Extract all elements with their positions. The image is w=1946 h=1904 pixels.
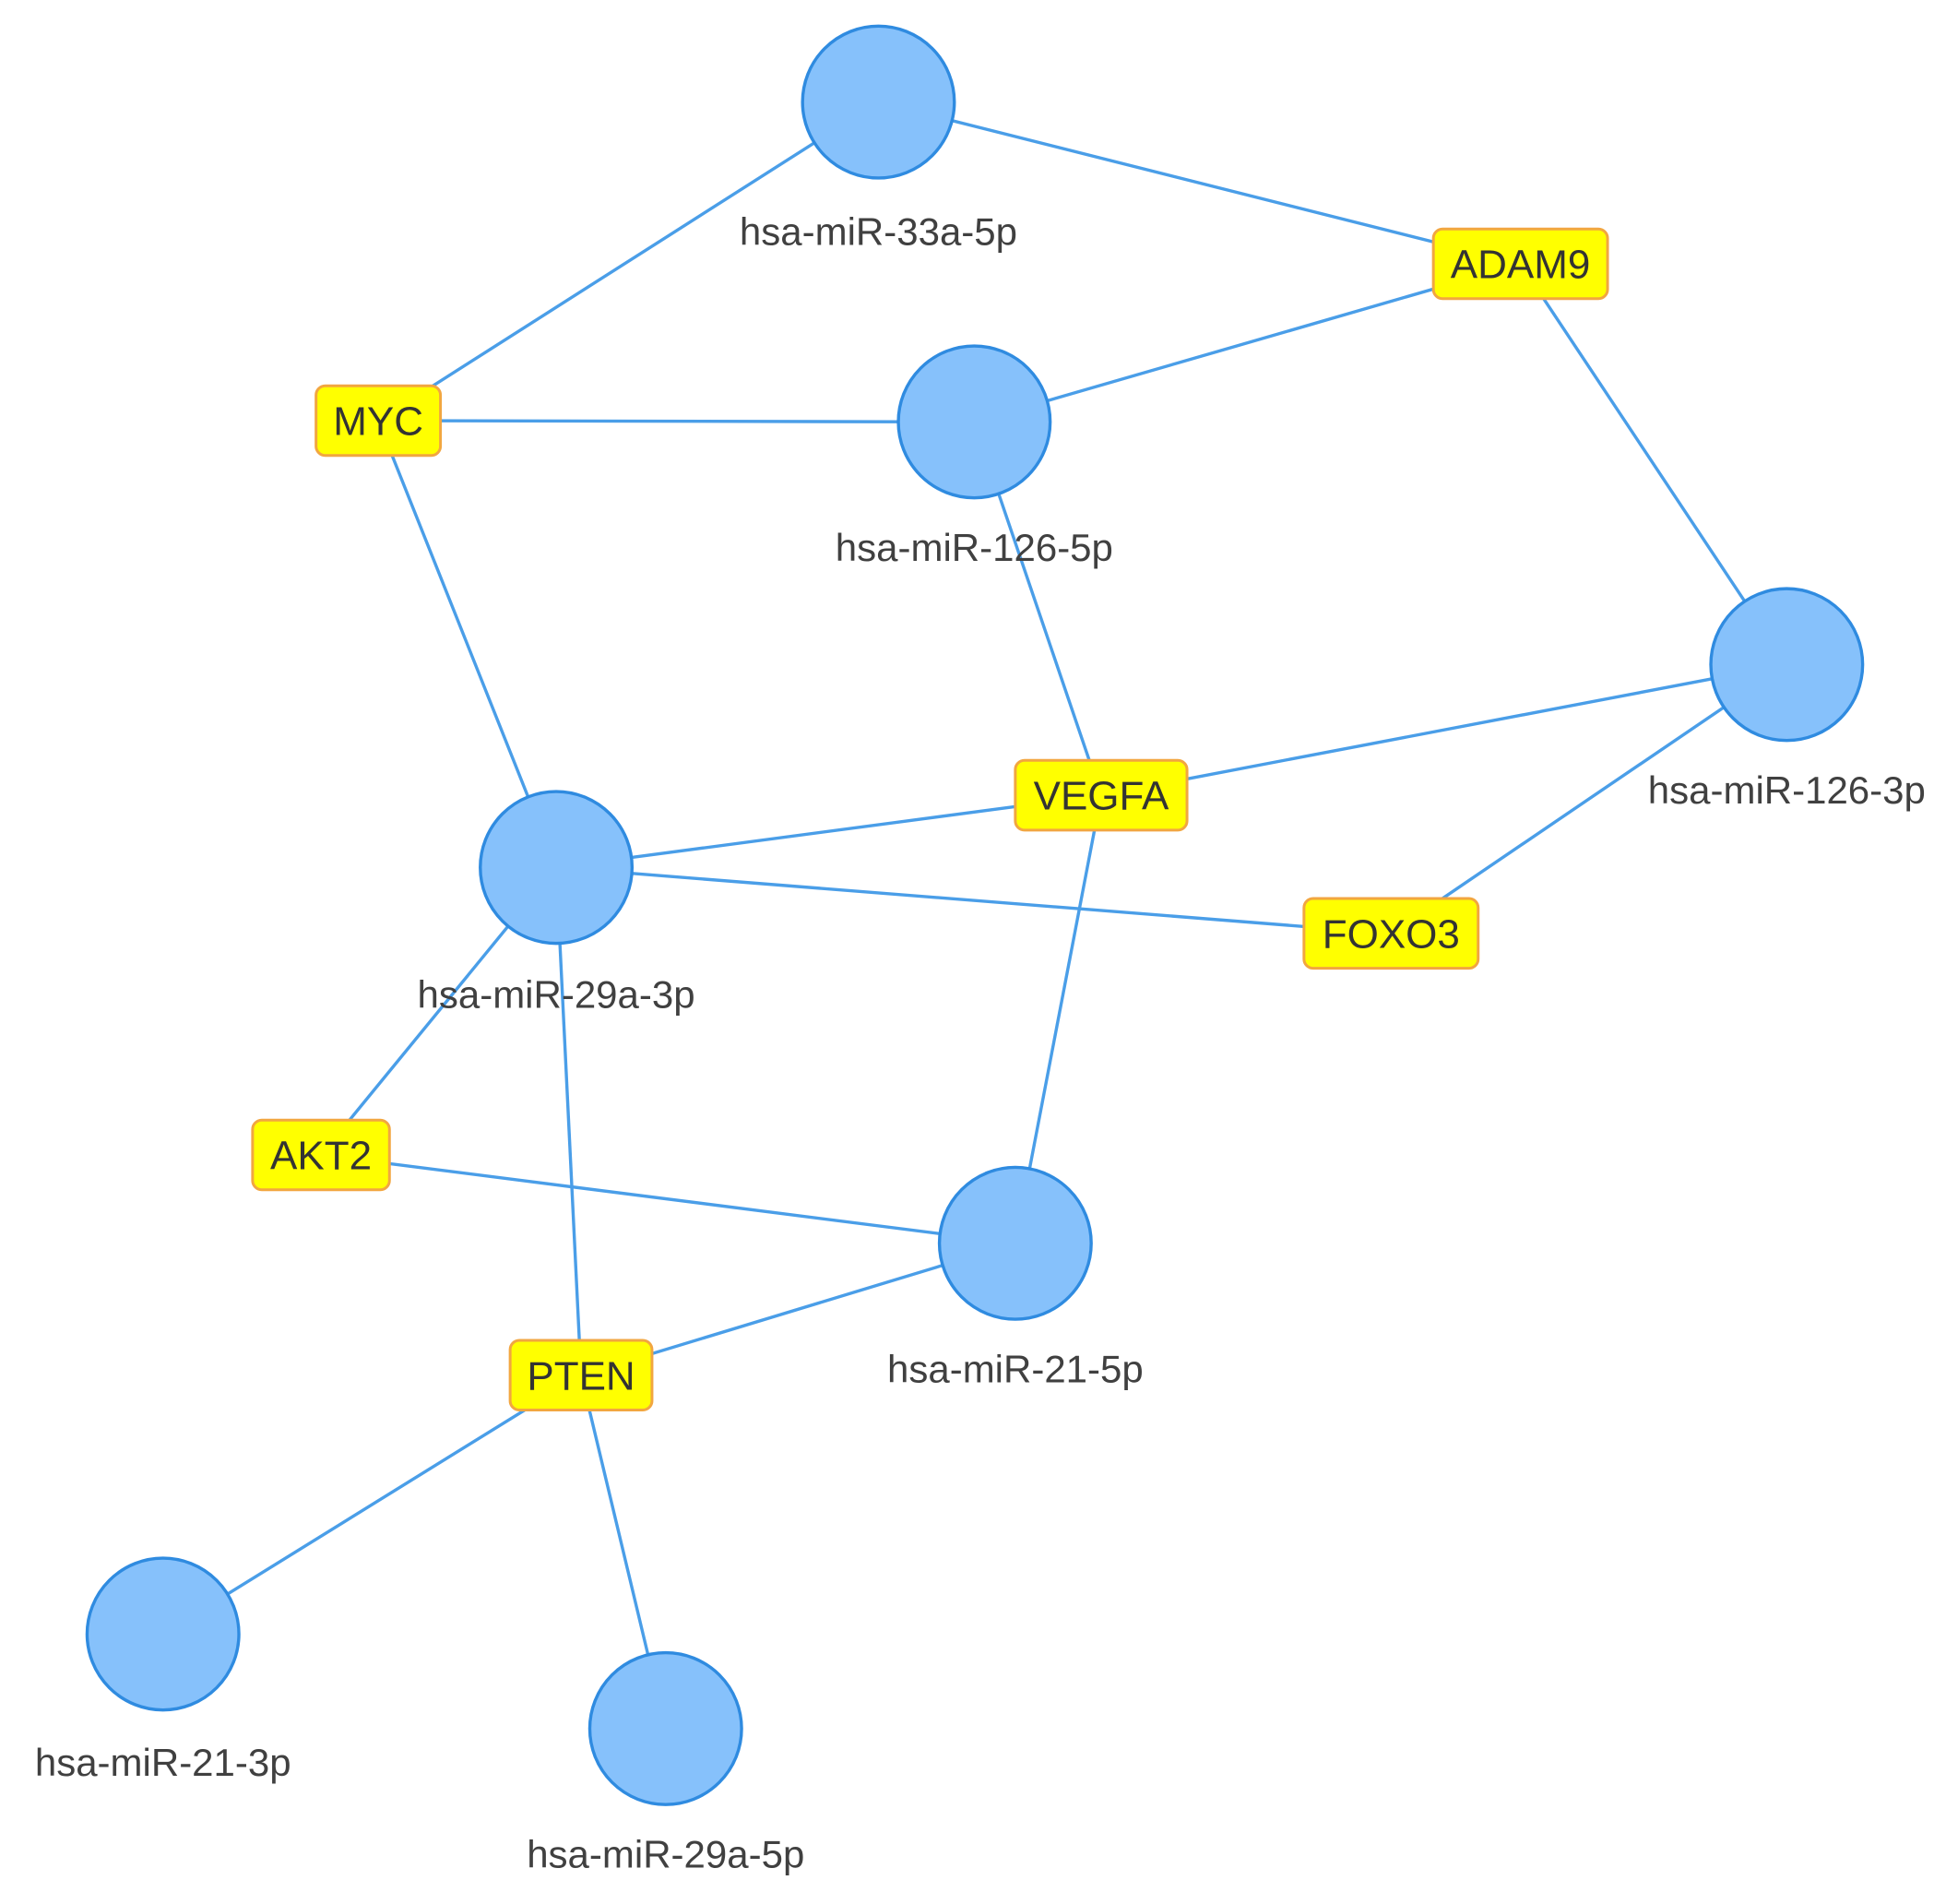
edge-m29a3p-FOXO3	[555, 865, 1392, 935]
mirna-label: hsa-miR-21-3p	[35, 1741, 291, 1784]
mirna-node-hsa-mir-126-5p[interactable]: hsa-miR-126-5p	[836, 344, 1113, 569]
gene-node-adam9[interactable]: ADAM9	[1431, 227, 1609, 301]
gene-node-vegfa[interactable]: VEGFA	[1014, 758, 1189, 832]
mirna-circle	[1709, 587, 1865, 743]
gene-box	[1431, 227, 1609, 301]
mirna-node-hsa-mir-21-5p[interactable]: hsa-miR-21-5p	[887, 1165, 1144, 1391]
mirna-label: hsa-miR-126-5p	[836, 526, 1113, 569]
gene-box	[1302, 897, 1480, 970]
edge-PTEN-m213p	[161, 1374, 582, 1636]
mirna-label: hsa-miR-29a-3p	[417, 972, 694, 1016]
mirna-label: hsa-miR-21-5p	[887, 1348, 1144, 1391]
gene-label: ADAM9	[1451, 243, 1591, 288]
gene-node-akt2[interactable]: AKT2	[251, 1118, 391, 1192]
gene-node-pten[interactable]: PTEN	[508, 1339, 654, 1412]
gene-label: PTEN	[527, 1353, 635, 1398]
edge-m29a3p-VEGFA	[555, 793, 1102, 870]
edge-ADAM9-m1263p	[1519, 263, 1788, 666]
edge-m33a5p-ADAM9	[878, 100, 1522, 266]
mirna-circle	[85, 1556, 241, 1712]
edge-m29a3p-PTEN	[554, 867, 583, 1375]
edge-m1263p-FOXO3	[1390, 663, 1788, 935]
mirna-label: hsa-miR-33a-5p	[740, 209, 1017, 253]
gene-box	[508, 1339, 654, 1412]
mirna-label: hsa-miR-29a-5p	[527, 1833, 804, 1876]
mirna-circle	[937, 1165, 1093, 1321]
mirna-circle	[587, 1650, 743, 1806]
edge-m33a5p-MYC	[377, 101, 880, 422]
mirna-label: hsa-miR-126-3p	[1648, 768, 1926, 812]
mirna-node-hsa-mir-126-3p[interactable]: hsa-miR-126-3p	[1648, 587, 1926, 812]
mirna-node-hsa-mir-21-3p[interactable]: hsa-miR-21-3p	[35, 1556, 291, 1784]
mirna-node-hsa-mir-29a-3p[interactable]: hsa-miR-29a-3p	[417, 790, 695, 1016]
mirna-circle	[479, 790, 635, 946]
mirna-circle	[801, 24, 956, 180]
gene-node-myc[interactable]: MYC	[314, 384, 443, 458]
gene-label: MYC	[333, 399, 423, 444]
gene-label: VEGFA	[1034, 774, 1169, 819]
mirna-node-hsa-mir-29a-5p[interactable]: hsa-miR-29a-5p	[527, 1650, 804, 1876]
edge-m1263p-VEGFA	[1100, 662, 1787, 797]
edge-m1265p-ADAM9	[973, 262, 1522, 423]
mirna-node-hsa-mir-33a-5p[interactable]: hsa-miR-33a-5p	[740, 24, 1017, 253]
edge-MYC-m1265p	[378, 419, 975, 424]
mirna-circle	[896, 344, 1052, 500]
gene-node-foxo3[interactable]: FOXO3	[1302, 897, 1480, 970]
gene-box	[251, 1118, 391, 1192]
gene-label: FOXO3	[1323, 911, 1460, 957]
gene-box	[1014, 758, 1189, 832]
gene-label: AKT2	[270, 1133, 372, 1178]
gene-box	[314, 384, 443, 458]
edge-MYC-m29a3p	[376, 420, 558, 868]
edge-AKT2-m215p	[320, 1153, 1016, 1245]
